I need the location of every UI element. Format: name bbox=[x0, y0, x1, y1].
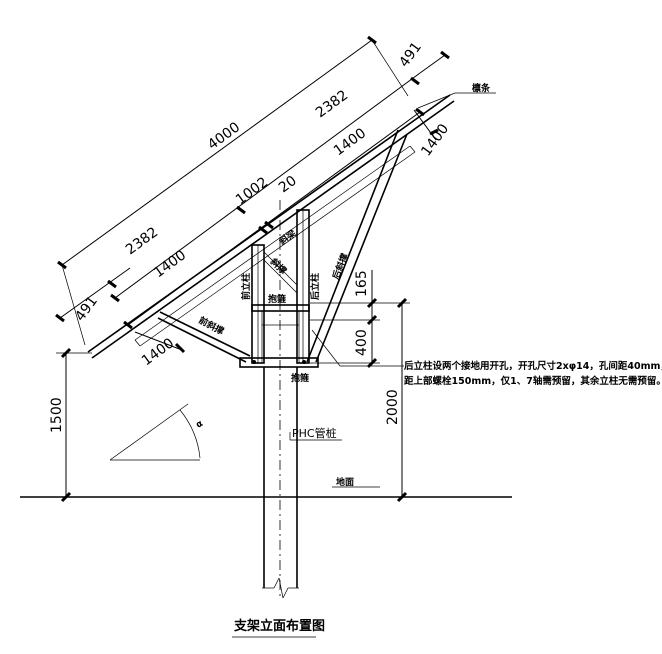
pile-label: PHC管桩 bbox=[292, 426, 337, 440]
dim-2000-text: 2000 bbox=[385, 389, 401, 425]
dim-1500-text: 1500 bbox=[49, 397, 65, 433]
note-line-2: 距上部螺栓150mm，仅1、7轴需预留，其余立柱无需预留。 bbox=[404, 375, 662, 387]
dim-2382-lower: 2382 bbox=[123, 224, 161, 258]
hoop-bottom bbox=[239, 357, 319, 368]
label-front-diagonal: 前斜撑 bbox=[197, 314, 226, 337]
front-column bbox=[251, 244, 265, 364]
label-hoop-top: 抱箍 bbox=[268, 293, 286, 305]
dimension-1500: 1500 bbox=[49, 347, 92, 503]
ground-line: 地面 bbox=[20, 476, 512, 498]
dim-1400-top: 1400 bbox=[418, 121, 452, 159]
dim-1002: 1002 bbox=[233, 174, 271, 208]
dim-165-text: 165 bbox=[354, 270, 370, 297]
label-back-column: 后立柱 bbox=[309, 273, 321, 300]
note-leader: 后立柱设两个接地用开孔，开孔尺寸2xφ14，孔间距40mm， 距上部螺栓150m… bbox=[311, 329, 662, 387]
dim-4000-text: 4000 bbox=[205, 119, 243, 153]
dimension-row-4: 491 bbox=[55, 267, 131, 324]
back-diagonal-brace bbox=[306, 129, 408, 363]
dimension-2000: 2000 bbox=[310, 297, 410, 503]
note-line-1: 后立柱设两个接地用开孔，开孔尺寸2xφ14，孔间距40mm， bbox=[404, 360, 662, 372]
drawing-title: 支架立面布置图 bbox=[233, 618, 325, 634]
dim-491-bottom: 491 bbox=[72, 293, 101, 324]
purlin-leader: 檩条 bbox=[417, 82, 496, 109]
angle-label: α bbox=[195, 419, 205, 431]
dim-491-top: 491 bbox=[396, 39, 425, 70]
label-oblique-beam: 斜梁 bbox=[276, 227, 299, 248]
dimension-165-400: 165 400 bbox=[310, 270, 380, 369]
pile-leader: PHC管桩 bbox=[289, 426, 342, 441]
dimension-top-1400: 1400 bbox=[413, 109, 452, 159]
dimension-4000: 4000 bbox=[57, 35, 409, 346]
phc-pile bbox=[262, 200, 299, 599]
tilt-angle-symbol: α bbox=[109, 403, 205, 461]
dim-400-text: 400 bbox=[354, 329, 370, 356]
front-diagonal-brace bbox=[157, 311, 251, 363]
beam bbox=[251, 304, 310, 363]
label-front-column: 前立柱 bbox=[240, 273, 252, 300]
ground-label: 地面 bbox=[336, 476, 354, 488]
label-hoop-bottom: 抱箍 bbox=[291, 372, 309, 384]
dim-1400-low: 1400 bbox=[151, 247, 189, 281]
label-back-diagonal: 后斜撑 bbox=[330, 252, 351, 282]
dim-2382-upper: 2382 bbox=[313, 87, 351, 121]
dimension-front-1400: 1400 bbox=[134, 331, 186, 369]
purlin-label: 檩条 bbox=[472, 82, 491, 94]
drawing-title-block: 支架立面布置图 bbox=[232, 618, 325, 638]
inner-diagonal bbox=[263, 251, 298, 294]
dim-1400-upper: 1400 bbox=[331, 125, 369, 159]
